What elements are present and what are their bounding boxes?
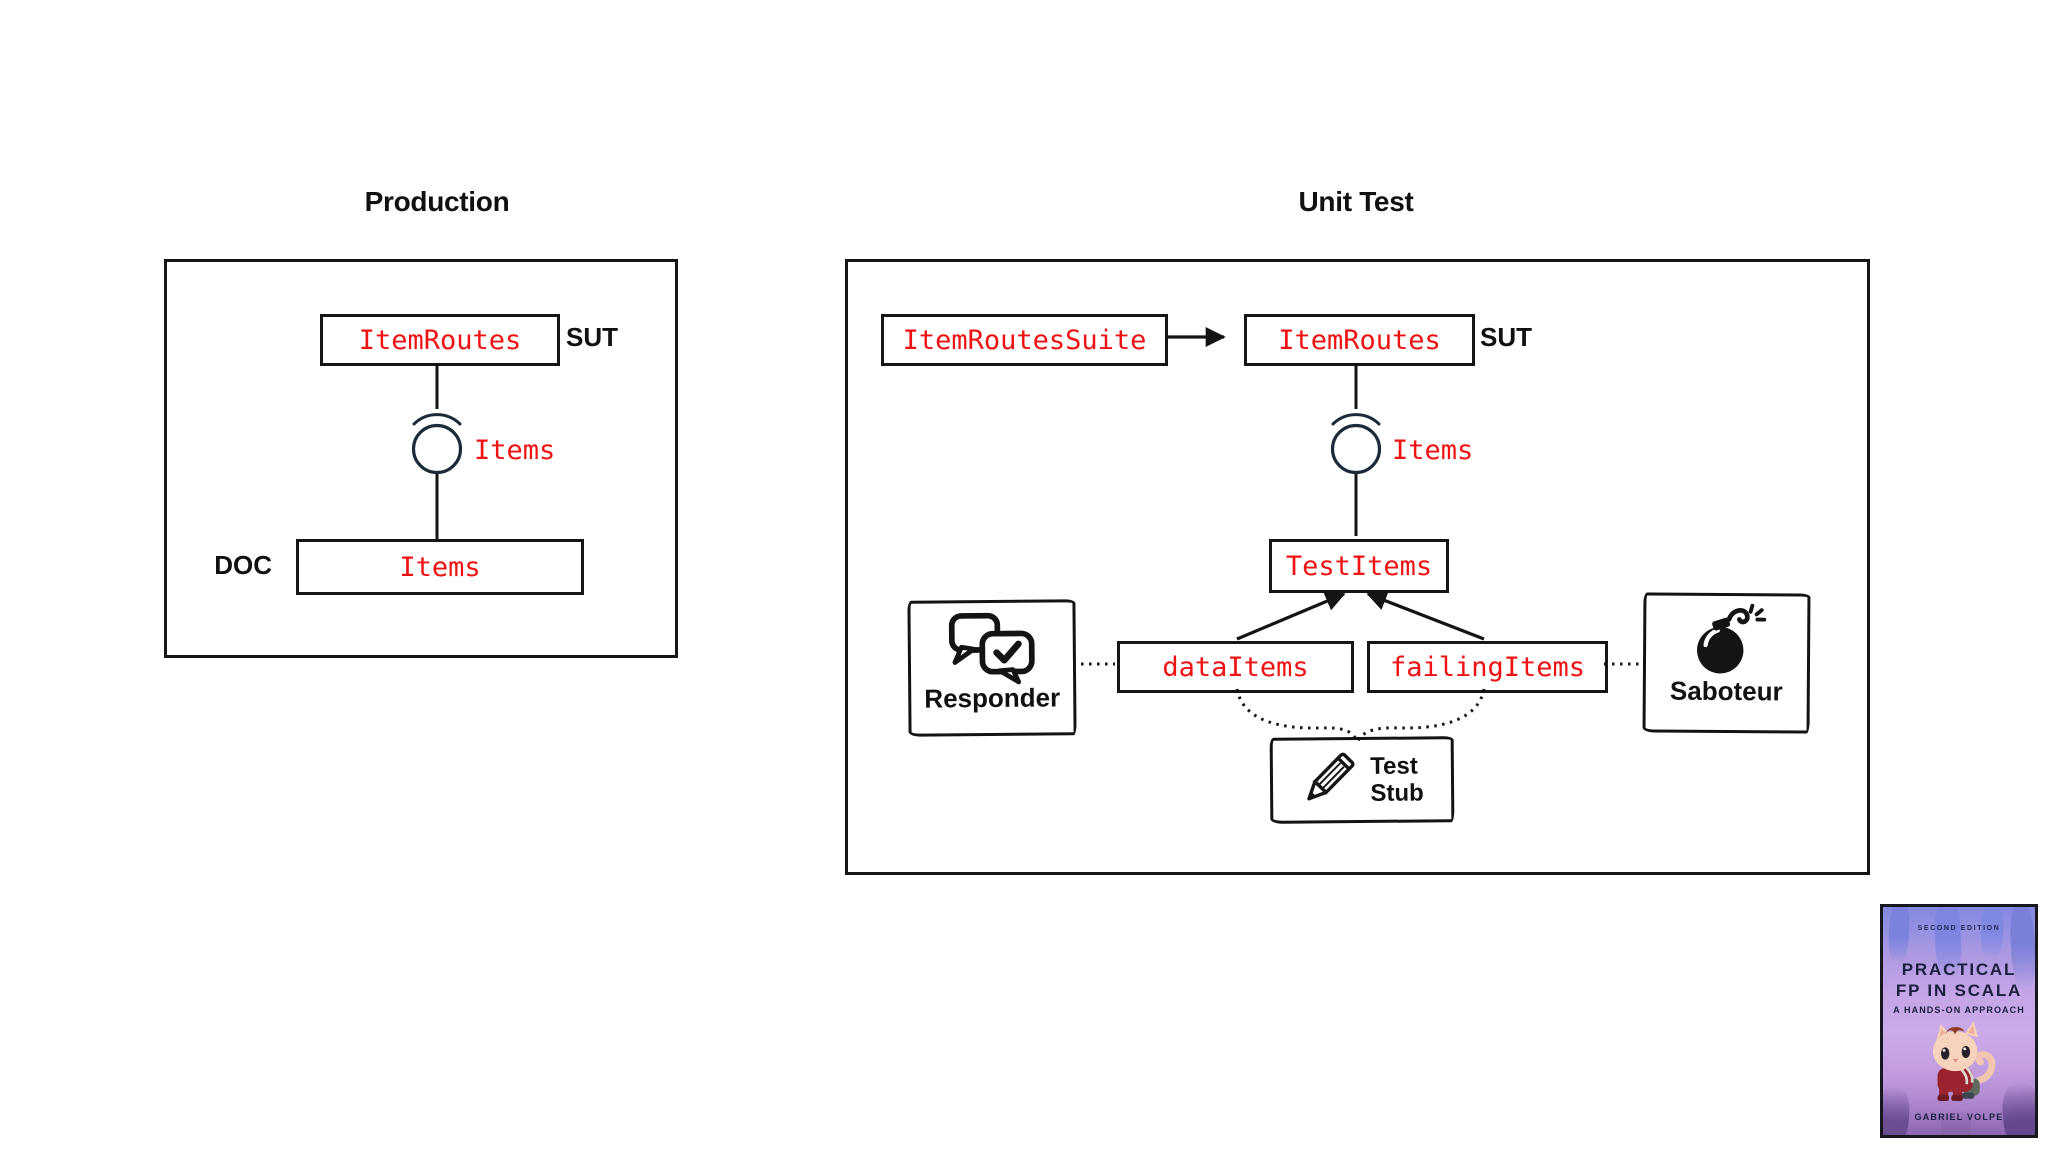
test-stub-label-line2: Stub (1370, 779, 1424, 807)
speech-bubbles-check-icon (948, 612, 1035, 685)
production-sut-label: SUT (566, 322, 618, 352)
production-interface-label: Items (474, 435, 556, 466)
production-doc-label: DOC (214, 550, 272, 580)
responder-box: Responder (907, 599, 1077, 737)
unit-itemroutes-label: ItemRoutes (1278, 324, 1441, 356)
unit-testitems-box: TestItems (1269, 539, 1449, 593)
unit-dataitems-label: dataItems (1162, 651, 1309, 683)
cover-author: GABRIEL VOLPE (1914, 1112, 2004, 1122)
unit-test-title: Unit Test (1298, 186, 1414, 217)
test-stub-box: Test Stub (1269, 736, 1455, 824)
unit-interface-label: Items (1392, 435, 1474, 466)
cover-title-line2: FP IN SCALA (1895, 981, 2023, 1000)
cat-illustration (1932, 1021, 1996, 1102)
production-itemroutes-label: ItemRoutes (358, 324, 522, 356)
saboteur-box: Saboteur (1642, 592, 1811, 734)
bomb-icon (1696, 603, 1766, 674)
book-cover: SECOND EDITION PRACTICAL FP IN SCALA A H… (1880, 904, 2038, 1138)
saboteur-label: Saboteur (1669, 675, 1783, 707)
production-items-label: Items (399, 551, 481, 583)
production-items-box: Items (296, 539, 584, 595)
unit-failingitems-label: failingItems (1389, 651, 1586, 683)
brush-stroke (2000, 1081, 2035, 1135)
unit-itemroutessuite-label: ItemRoutesSuite (902, 324, 1147, 356)
unit-itemroutes-box: ItemRoutes (1244, 314, 1475, 366)
unit-testitems-label: TestItems (1285, 550, 1433, 582)
test-stub-label-line1: Test (1370, 752, 1418, 780)
production-title: Production (364, 186, 510, 217)
brush-stroke (1941, 1109, 1971, 1135)
pencil-icon (1307, 752, 1355, 801)
responder-label: Responder (924, 682, 1061, 714)
cover-subtitle: A HANDS-ON APPROACH (1893, 1005, 2025, 1015)
unit-dataitems-box: dataItems (1117, 641, 1354, 693)
cover-title-line1: PRACTICAL (1901, 960, 2017, 979)
brush-stroke (1887, 907, 1911, 964)
unit-sut-label: SUT (1480, 322, 1532, 352)
unit-failingitems-box: failingItems (1367, 641, 1608, 693)
unit-itemroutessuite-box: ItemRoutesSuite (881, 314, 1168, 366)
cover-edition: SECOND EDITION (1917, 925, 2001, 932)
production-itemroutes-box: ItemRoutes (320, 314, 560, 366)
